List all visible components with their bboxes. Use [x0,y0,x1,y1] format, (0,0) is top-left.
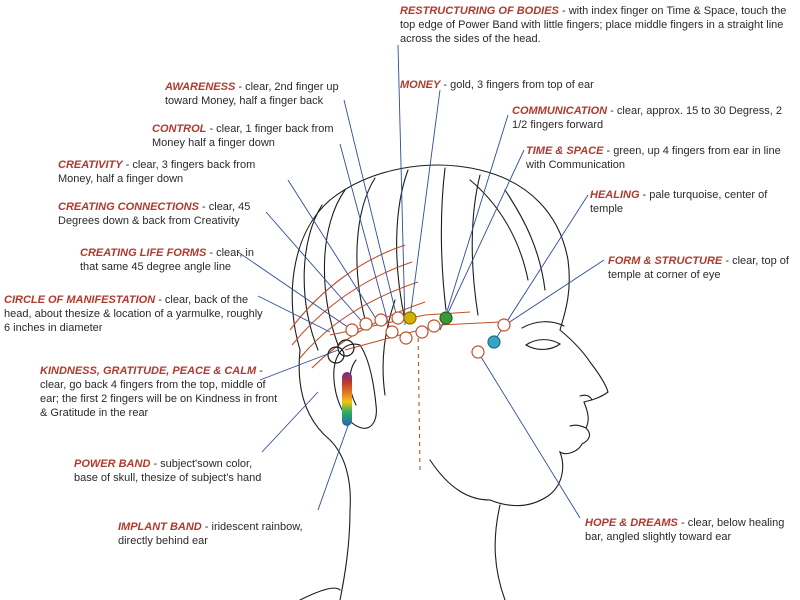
label-creativity: CREATIVITY - clear, 3 fingers back from … [58,159,256,185]
label-restructuring: RESTRUCTURING OF BODIES - with index fin… [400,5,787,45]
label-desc: with index finger on Time & Space, touch… [400,5,787,45]
nostril [579,394,593,401]
point-hope-dreams [471,345,485,359]
hair-strand-1 [303,204,323,351]
label-control: CONTROL - clear, 1 finger back from Mone… [152,123,334,149]
label-time-space: TIME & SPACE - green, up 4 fingers from … [526,145,781,171]
hair-fringe-2 [469,179,529,281]
sideburn [382,299,396,396]
point-gratitude [415,325,429,339]
leader-hope-dreams [477,351,581,519]
label-title: RESTRUCTURING OF BODIES [400,5,559,17]
label-creating-connections: CREATING CONNECTIONS - clear, 45 Degrees… [58,201,251,227]
point-kindness-front [399,331,413,345]
point-awareness [391,311,405,325]
leader-healing [494,194,589,341]
label-awareness: AWARENESS - clear, 2nd finger up toward … [165,81,339,107]
hair-strand-6 [471,174,481,316]
leader-restructuring [397,44,406,326]
implant-band [342,372,352,426]
leader-lines [237,44,605,519]
eye [524,339,561,350]
shoulder [299,587,341,600]
hair-strand-4 [396,169,409,321]
leader-money [409,89,441,319]
point-creating-connections [359,317,373,331]
leader-awareness [343,99,399,323]
neck-front [494,504,506,600]
leader-form-structure [504,259,605,326]
leader-control [339,143,391,331]
skull-contour [291,164,570,351]
guide-arc-3 [299,281,419,359]
label-circle-manifestation: CIRCLE OF MANIFESTATION - clear, back of… [4,294,263,334]
neck-back [339,509,351,600]
leader-creating-connections [265,211,366,326]
guide-line-vertical [417,329,421,471]
points [327,311,511,364]
mouth [569,424,587,429]
guide-lines [289,244,501,471]
hair-strand-5 [440,167,447,311]
label-communication: COMMUNICATION - clear, approx. 15 to 30 … [512,105,783,131]
leader-time-space [439,149,525,331]
hair-strand-3 [356,177,376,331]
jaw-line [429,459,491,501]
face-profile [489,329,609,507]
point-form-structure [497,318,511,332]
ear [333,343,377,429]
point-time-space [439,311,453,325]
label-kindness: KINDNESS, GRATITUDE, PEACE & CALM - clea… [40,365,278,419]
label-creating-life-forms: CREATING LIFE FORMS - clear, in that sam… [80,247,254,273]
leader-power-band [261,391,319,453]
leader-circle-manifestation [257,295,331,333]
label-hope-dreams: HOPE & DREAMS - clear, below healing bar… [585,517,785,543]
head-outline [291,164,609,600]
leader-kindness [259,349,339,381]
leader-creativity [287,179,381,326]
point-peace [427,319,441,333]
eyebrow [521,321,565,329]
guide-arc-2 [291,261,413,346]
point-control [385,325,399,339]
leader-creating-life-forms [237,251,353,331]
label-form-structure: FORM & STRUCTURE - clear, top of temple … [608,255,789,281]
hair-back [298,349,351,511]
point-money [403,311,417,325]
point-creativity [374,313,388,327]
point-healing [487,335,501,349]
guide-arc-4 [311,301,426,369]
leader-communication [444,114,509,319]
point-circle-manifestation-inner [337,339,355,357]
leader-implant-band [317,419,351,511]
point-creating-life-forms [345,323,359,337]
label-money: MONEY - gold, 3 fingers from top of ear [400,79,594,91]
label-healing: HEALING - pale turquoise, center of temp… [590,189,768,215]
point-circle-manifestation [327,346,345,364]
guide-arc-1 [289,244,406,331]
label-implant-band: IMPLANT BAND - iridescent rainbow, direc… [118,521,303,547]
hair-fringe [504,189,546,291]
label-power-band: POWER BAND - subject'sown color, base of… [74,458,262,484]
hair-strand-2 [323,189,346,346]
